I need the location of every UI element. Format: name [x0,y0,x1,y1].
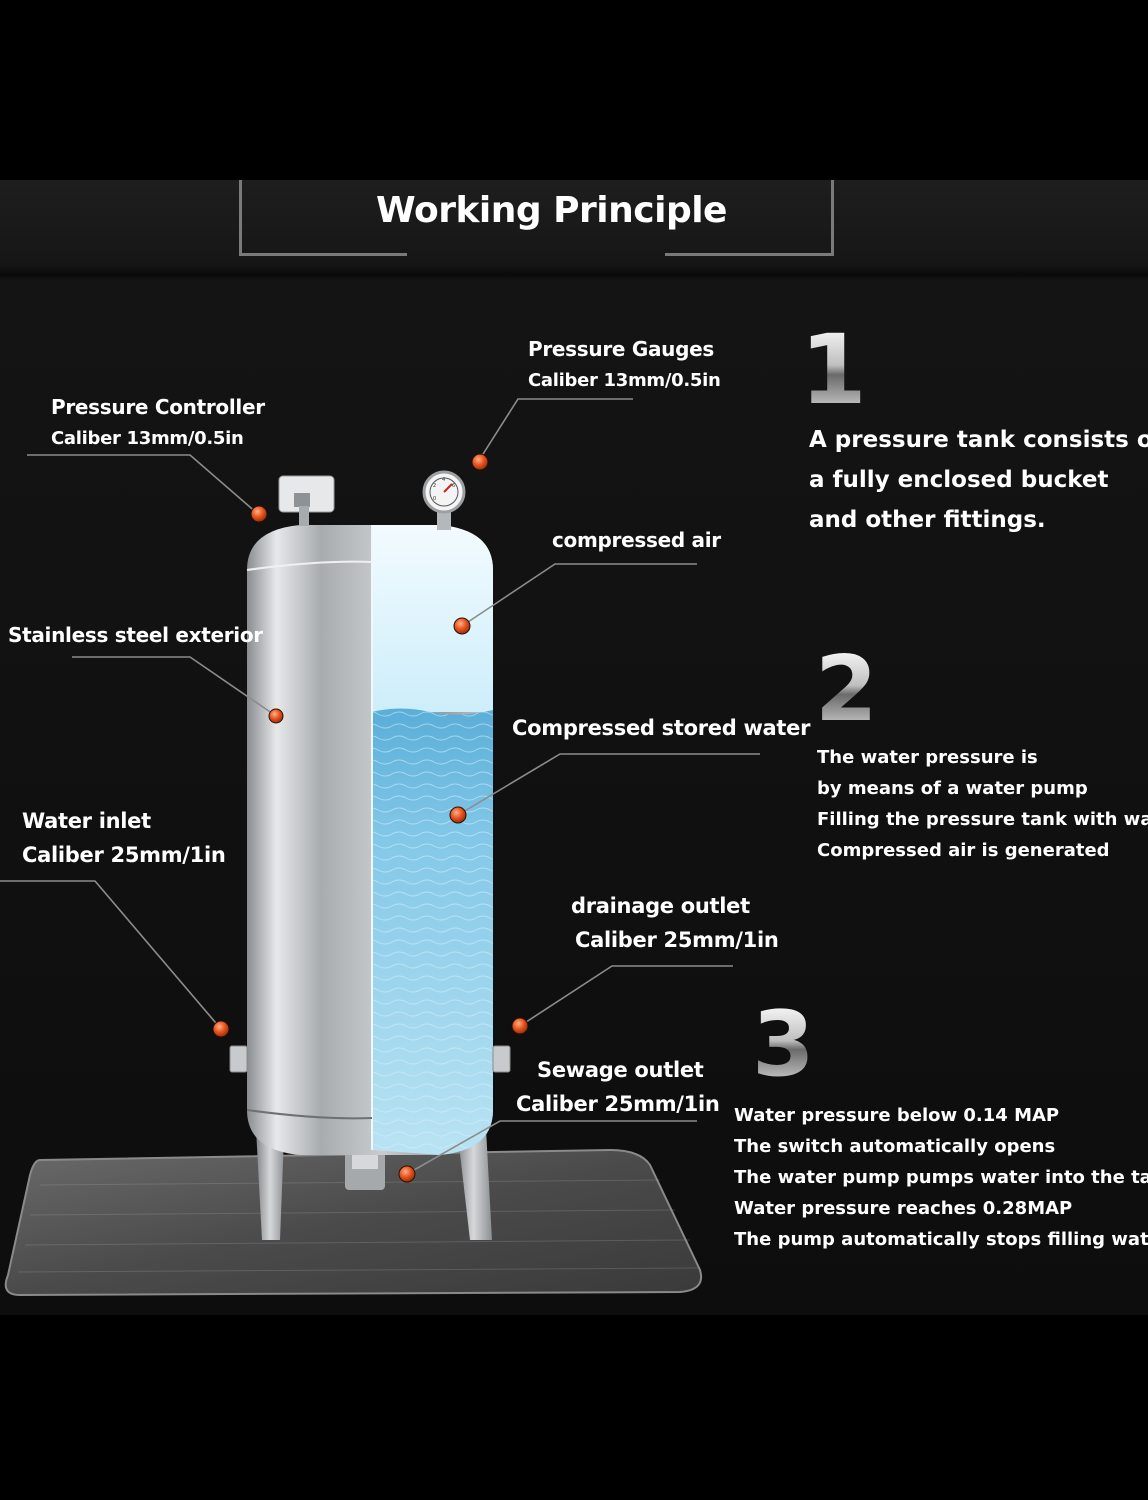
diagram-panel [0,180,1148,1315]
compressed-air-region [372,525,493,712]
label-pressure-controller: Pressure Controller Caliber 13mm/0.5in [51,392,265,454]
step-2-number: 2 [815,637,878,742]
leader-drainage-outlet [519,965,733,1027]
label-compressed-air: compressed air [552,528,721,552]
pressure-gauge-device: 0 2 4 6 [422,470,466,530]
leader-stainless-steel [72,656,277,717]
step-1-line-1: A pressure tank consists of [809,427,1148,453]
title-frame-right [665,180,834,256]
label-drainage-outlet-caliber: Caliber 25mm/1in [575,928,779,952]
page-title: Working Principle [376,190,727,231]
step-1-description: A pressure tank consists of a fully encl… [809,420,1148,540]
label-drainage-outlet: drainage outlet Caliber 25mm/1in [571,889,779,957]
step-1-line-3: and other fittings. [809,507,1046,533]
step-2-line-3: Filling the pressure tank with water [817,809,1148,830]
label-compressed-air-name: compressed air [552,528,721,552]
gauge-scale-0: 0 [433,496,436,502]
marker-sewage-outlet [398,1165,416,1183]
pressure-controller-device [278,475,335,526]
step-3-number: 3 [752,992,815,1097]
gauge-scale-1: 2 [433,483,436,489]
label-water-inlet-caliber: Caliber 25mm/1in [22,843,226,867]
gauge-scale-2: 4 [442,477,445,483]
leader-water-inlet [0,880,222,1030]
floor-mat [4,1148,702,1297]
leader-pressure-controller [27,454,259,515]
gauge-scale-3: 6 [452,483,455,489]
label-water-inlet: Water inlet Caliber 25mm/1in [22,804,226,872]
label-compressed-water-name: Compressed stored water [512,716,811,740]
label-compressed-water: Compressed stored water [512,716,810,740]
drainage-outlet-fitting [492,1045,511,1073]
step-3-line-2: The switch automatically opens [734,1136,1056,1157]
label-water-inlet-name: Water inlet [22,809,151,833]
water-inlet-fitting [229,1045,248,1073]
step-2-description: The water pressure is by means of a wate… [817,742,1148,866]
leader-sewage-outlet [406,1120,697,1175]
step-3-description: Water pressure below 0.14 MAP The switch… [734,1100,1148,1255]
step-3-line-5: The pump automatically stops filling wat… [734,1229,1148,1250]
title-frame-left [239,180,407,256]
step-2-line-2: by means of a water pump [817,778,1088,799]
label-sewage-outlet: Sewage outlet Caliber 25mm/1in [516,1053,720,1121]
step-3-line-4: Water pressure reaches 0.28MAP [734,1198,1073,1219]
label-sewage-outlet-caliber: Caliber 25mm/1in [516,1092,720,1116]
label-sewage-outlet-name: Sewage outlet [537,1058,704,1082]
step-2-line-4: Compressed air is generated [817,840,1110,861]
step-3-line-1: Water pressure below 0.14 MAP [734,1105,1060,1126]
label-pressure-gauges: Pressure Gauges Caliber 13mm/0.5in [528,334,721,396]
marker-water-inlet [212,1020,230,1038]
marker-stainless-steel [268,708,284,724]
step-1-number: 1 [800,314,867,426]
label-stainless-steel: Stainless steel exterior [8,623,263,647]
leader-compressed-water [457,753,760,816]
label-stainless-steel-name: Stainless steel exterior [8,623,263,647]
label-pressure-controller-caliber: Caliber 13mm/0.5in [51,428,244,449]
marker-compressed-water [449,806,467,824]
step-1-line-2: a fully enclosed bucket [809,467,1109,493]
step-3-line-3: The water pump pumps water into the tank… [734,1167,1148,1188]
label-pressure-gauges-caliber: Caliber 13mm/0.5in [528,370,721,391]
marker-drainage-outlet [511,1017,529,1035]
step-2-line-1: The water pressure is [817,747,1038,768]
leader-pressure-gauges [477,398,633,463]
marker-compressed-air [453,617,471,635]
marker-pressure-gauges [471,453,489,471]
marker-pressure-controller [250,505,268,523]
label-pressure-controller-name: Pressure Controller [51,395,265,419]
label-drainage-outlet-name: drainage outlet [571,894,750,918]
label-pressure-gauges-name: Pressure Gauges [528,337,714,361]
leader-compressed-air [461,563,697,627]
